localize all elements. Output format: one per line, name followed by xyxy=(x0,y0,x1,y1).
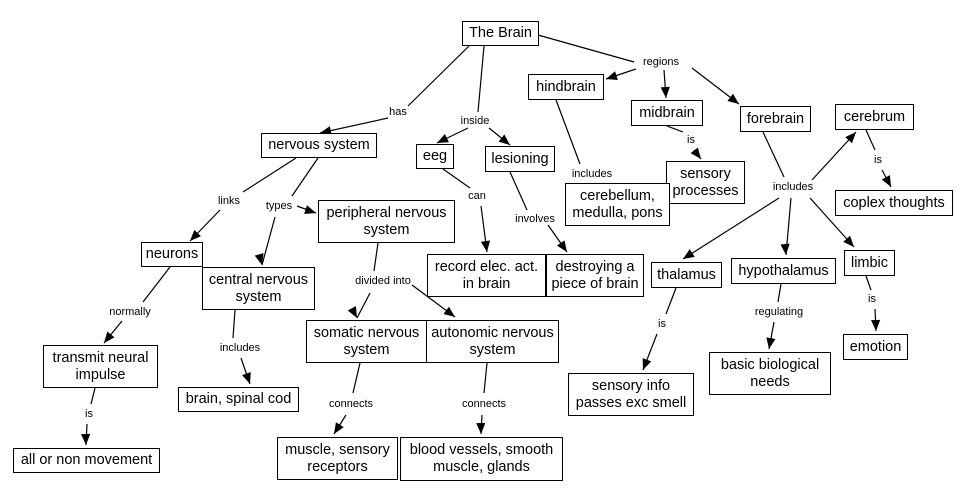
edge-label-autonomic-connects: connects xyxy=(461,398,507,410)
node-eeg[interactable]: eeg xyxy=(416,144,454,169)
edge-types-peripheral xyxy=(296,205,317,214)
edge-includes-hypothalamus xyxy=(780,197,792,256)
edge-regions-hindbrain xyxy=(605,68,637,80)
edge-label-neurons-normally: normally xyxy=(109,306,151,318)
node-limbic[interactable]: limbic xyxy=(844,250,895,276)
node-blood-vessels-smooth-muscle-glands[interactable]: blood vessels, smooth muscle, glands xyxy=(400,437,563,481)
arrowhead xyxy=(881,175,891,187)
edge-label-brain-has-nervous-system: has xyxy=(389,106,407,118)
node-thalamus[interactable]: thalamus xyxy=(651,262,722,288)
arrowhead xyxy=(690,147,701,159)
edge-brain-inside-eeg xyxy=(436,45,485,144)
edge-label-midbrain-is-sensory: is xyxy=(687,134,695,146)
node-the-brain[interactable]: The Brain xyxy=(462,21,539,46)
edge-nervous-types-central xyxy=(254,157,319,266)
arrowhead xyxy=(304,205,316,214)
arrowhead xyxy=(480,240,491,252)
node-sensory-info-passes[interactable]: sensory info passes exc smell xyxy=(568,373,694,416)
arrowhead xyxy=(81,433,91,445)
edge-label-nervous-links-neurons: links xyxy=(217,195,241,207)
node-lesioning[interactable]: lesioning xyxy=(485,146,555,172)
arrowhead xyxy=(254,253,264,265)
arrowhead xyxy=(606,71,618,80)
node-forebrain[interactable]: forebrain xyxy=(740,106,811,132)
edge-regions-midbrain xyxy=(660,69,670,99)
edge-label-brain-regions: regions xyxy=(642,56,680,68)
node-central-nervous-system[interactable]: central nervous system xyxy=(202,267,315,310)
edge-brain-regions xyxy=(537,34,635,63)
node-cerebellum-medulla-pons[interactable]: cerebellum, medulla, pons xyxy=(565,183,670,226)
edge-label-hindbrain-includes: includes xyxy=(571,168,613,180)
node-cerebrum[interactable]: cerebrum xyxy=(835,104,914,130)
arrowhead xyxy=(871,319,881,331)
arrowhead xyxy=(104,331,115,343)
edge-label-transmit-is-all-or-non: is xyxy=(85,408,93,420)
edge-label-central-includes-brain-spinal: includes xyxy=(219,342,261,354)
node-record-elec-act[interactable]: record elec. act. in brain xyxy=(427,254,546,297)
edge-label-thalamus-is-sensory-info: is xyxy=(658,318,666,330)
arrowhead xyxy=(642,358,652,370)
node-muscle-sensory-receptors[interactable]: muscle, sensory receptors xyxy=(277,437,398,480)
edge-label-forebrain-includes: includes xyxy=(772,181,814,193)
edge-label-brain-inside-eeg: inside xyxy=(460,115,490,127)
arrowhead xyxy=(443,306,455,317)
node-hindbrain[interactable]: hindbrain xyxy=(528,74,604,100)
edge-label-cerebrum-is-coplex: is xyxy=(874,154,882,166)
arrowhead xyxy=(845,132,856,144)
node-peripheral-nervous-system[interactable]: peripheral nervous system xyxy=(318,200,455,243)
node-all-or-non-movement[interactable]: all or non movement xyxy=(13,448,160,473)
node-basic-biological-needs[interactable]: basic biological needs xyxy=(709,352,831,395)
edge-includes-cerebrum xyxy=(811,131,857,181)
edge-label-peripheral-divided-into: divided into xyxy=(355,275,411,287)
edge-label-lesioning-involves: involves xyxy=(515,213,555,225)
edge-midbrain-is-sensory xyxy=(666,125,702,160)
edge-brain-has-nervous-system xyxy=(319,45,470,136)
arrowhead xyxy=(334,422,344,434)
node-somatic-nervous-system[interactable]: somatic nervous system xyxy=(306,320,427,363)
node-transmit-neural-impulse[interactable]: transmit neural impulse xyxy=(43,345,158,388)
node-midbrain[interactable]: midbrain xyxy=(631,100,703,126)
node-emotion[interactable]: emotion xyxy=(843,334,908,360)
arrowhead xyxy=(476,422,486,434)
arrowhead xyxy=(780,243,790,255)
edge-includes-thalamus xyxy=(682,197,780,260)
edge-label-eeg-can-record: can xyxy=(468,190,486,202)
edge-label-limbic-is-emotion: is xyxy=(868,293,876,305)
arrowhead xyxy=(843,235,854,247)
edge-label-nervous-types-central: types xyxy=(265,200,293,212)
node-hypothalamus[interactable]: hypothalamus xyxy=(731,258,836,284)
node-autonomic-nervous-system[interactable]: autonomic nervous system xyxy=(426,320,559,363)
arrowhead xyxy=(683,249,695,259)
edge-forebrain-includes xyxy=(762,131,785,178)
node-nervous-system[interactable]: nervous system xyxy=(261,133,377,158)
node-coplex-thoughts[interactable]: coplex thoughts xyxy=(835,190,953,216)
arrowhead xyxy=(347,306,357,318)
arrowhead xyxy=(242,372,251,384)
edge-label-somatic-connects: connects xyxy=(328,398,374,410)
edge-label-hypothalamus-regulating: regulating xyxy=(754,306,804,318)
node-brain-spinal-cod[interactable]: brain, spinal cod xyxy=(178,387,299,412)
arrowhead xyxy=(660,86,670,98)
node-sensory-processes[interactable]: sensory processes xyxy=(666,161,745,204)
node-destroying-piece[interactable]: destroying a piece of brain xyxy=(546,254,644,297)
arrowhead xyxy=(556,240,567,252)
arrowhead xyxy=(766,337,776,349)
node-neurons[interactable]: neurons xyxy=(141,242,203,267)
